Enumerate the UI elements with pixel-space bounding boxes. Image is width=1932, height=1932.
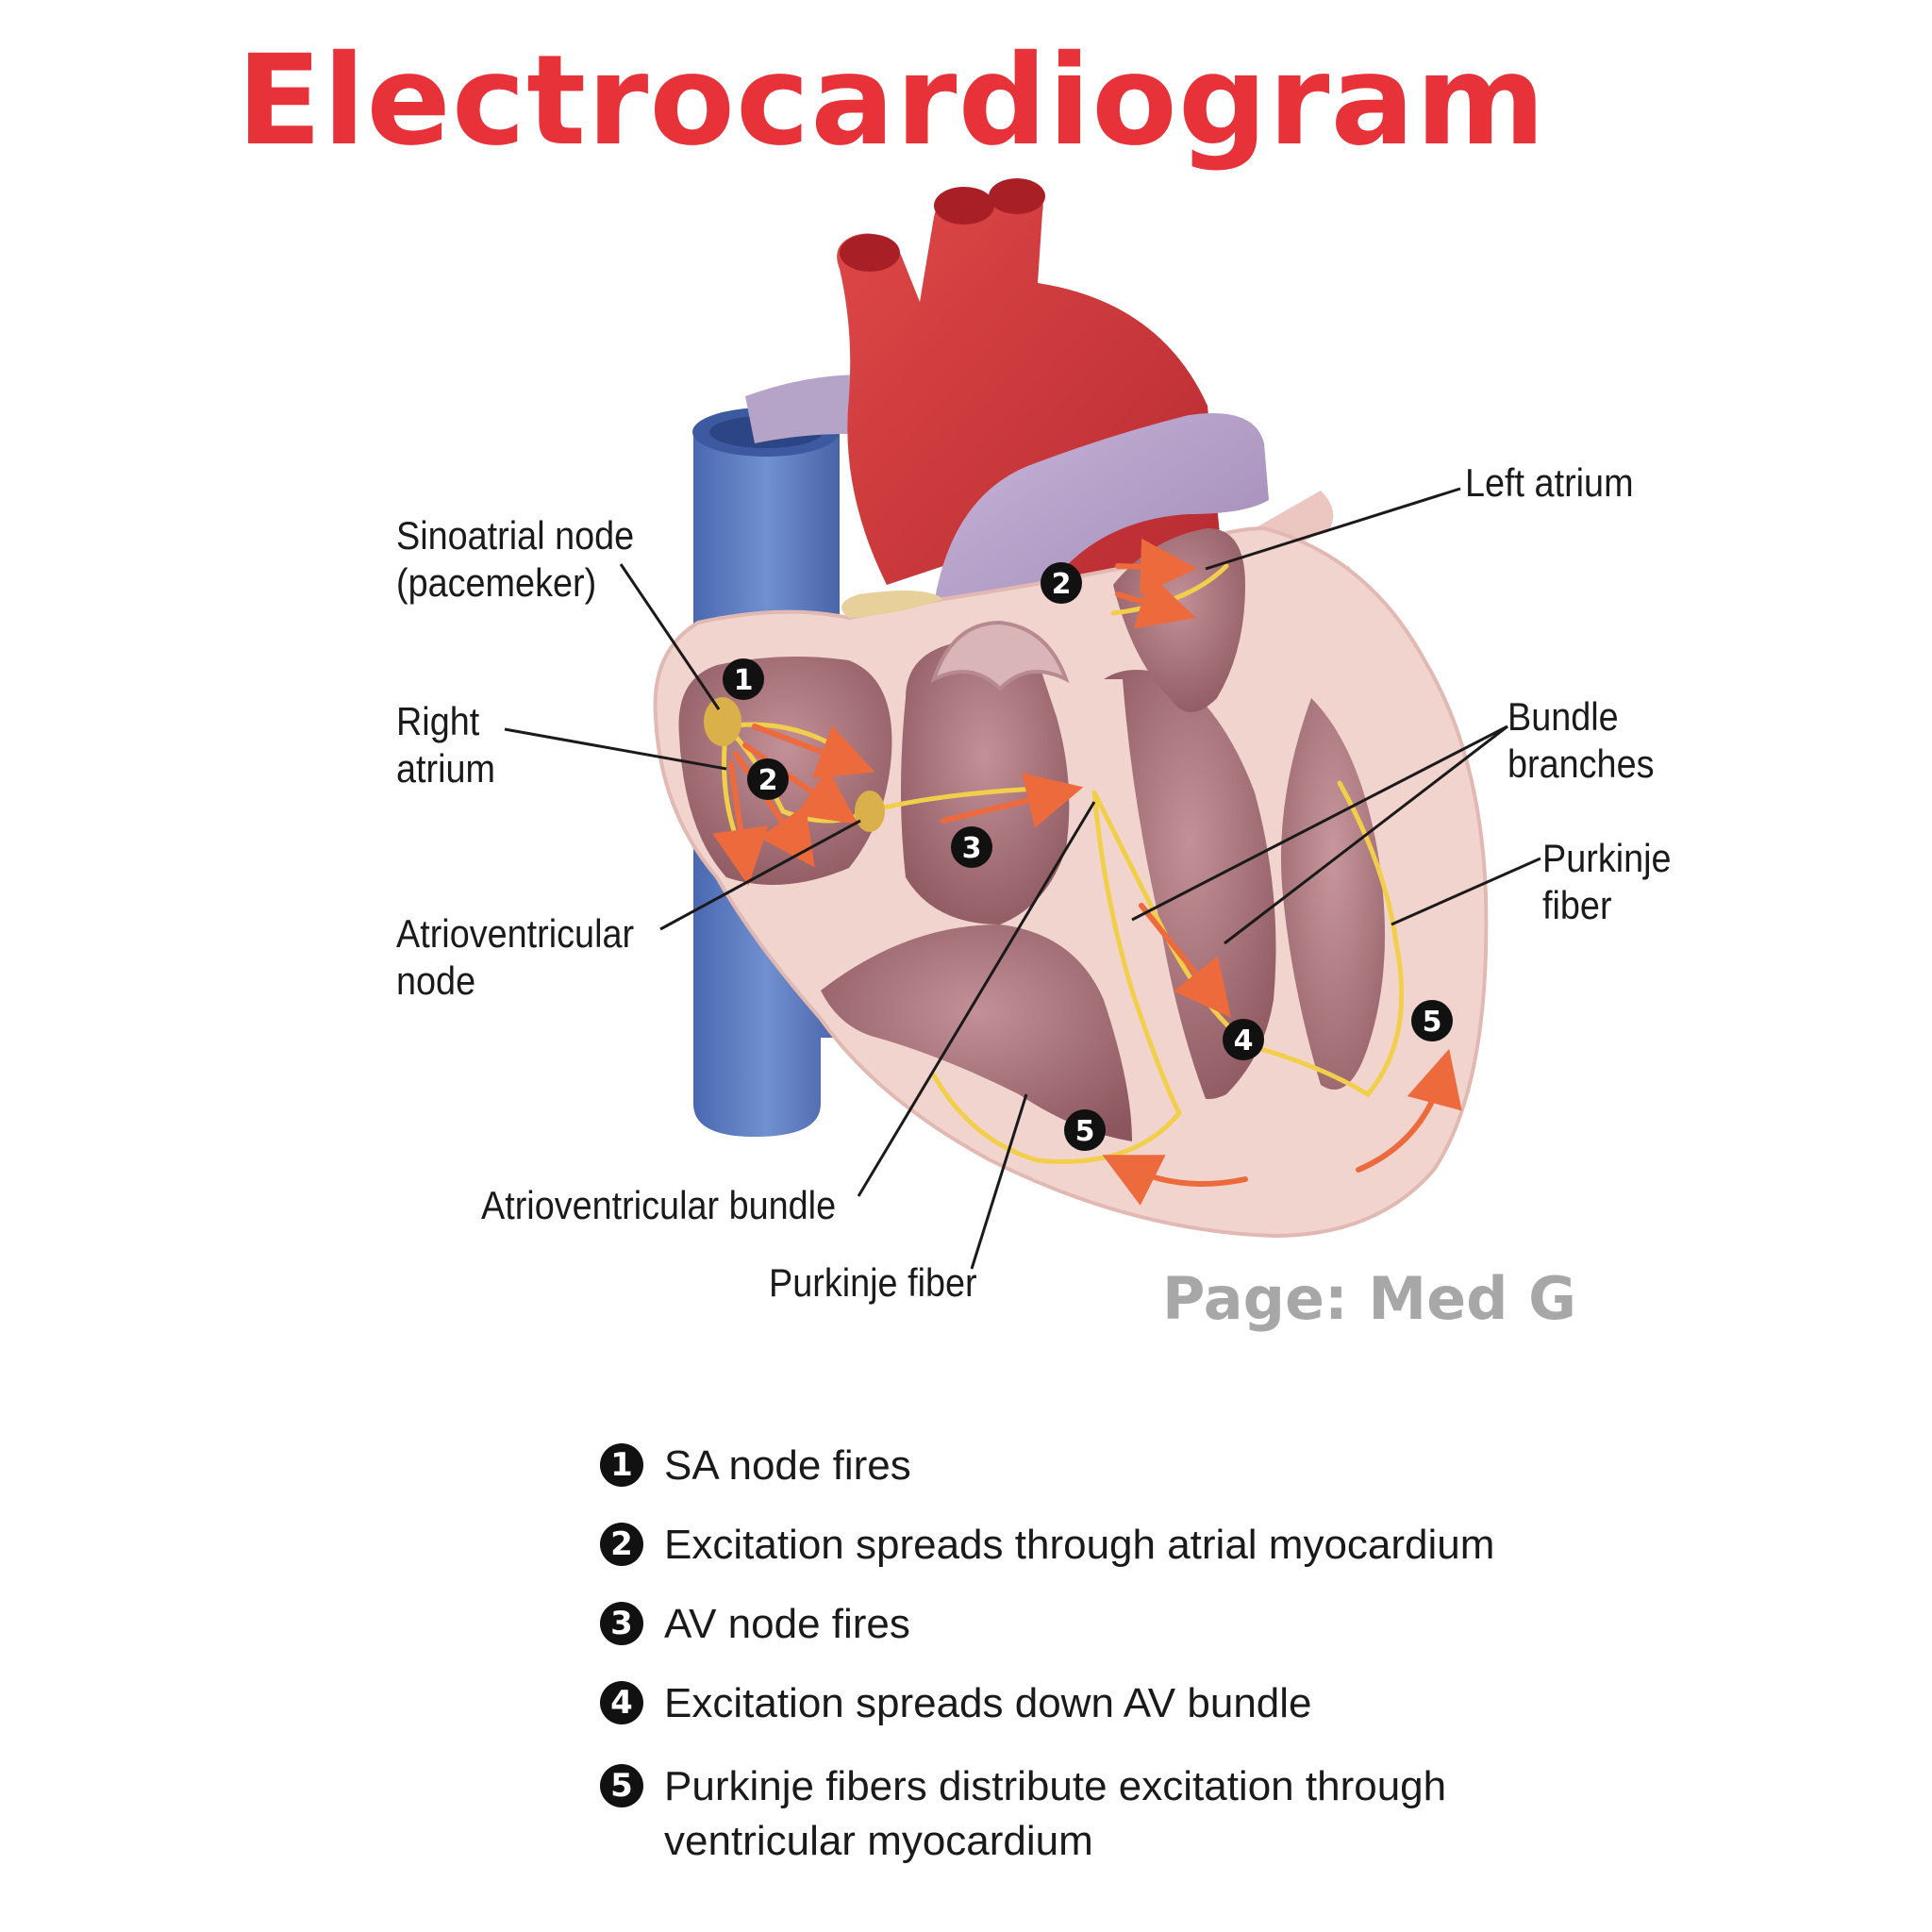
legend-item-1: 1 SA node fires [600, 1439, 1655, 1493]
legend-text: Purkinje fibers distribute excitation th… [664, 1763, 1447, 1864]
marker-5-bottom: 5 [1064, 1109, 1106, 1151]
legend-item-4: 4 Excitation spreads down AV bundle [600, 1676, 1655, 1731]
excitation-arrows [712, 538, 1462, 1206]
svg-text:4: 4 [1234, 1024, 1254, 1058]
marker-2-left-atrium: 2 [1041, 562, 1082, 604]
av-node [855, 791, 885, 832]
legend-text: Excitation spreads through atrial myocar… [664, 1522, 1495, 1568]
legend-item-5: 5 Purkinje fibers distribute excitation … [600, 1759, 1655, 1869]
label-right-atrium: Right atrium [396, 699, 496, 791]
legend-badge: 5 [600, 1764, 643, 1807]
label-bundle-branches: Bundle branches [1507, 694, 1655, 786]
marker-2-right-atrium: 2 [747, 758, 789, 800]
marker-3: 3 [951, 826, 992, 868]
legend-badge: 4 [600, 1681, 643, 1724]
legend-badge: 1 [600, 1443, 643, 1487]
label-left-atrium: Left atrium [1465, 460, 1634, 505]
outflow-chamber [901, 641, 1070, 924]
sa-node [704, 697, 741, 746]
marker-4: 4 [1223, 1019, 1264, 1060]
legend-item-3: 3 AV node fires [600, 1597, 1655, 1652]
legend-badge: 3 [600, 1602, 643, 1645]
page-title: Electrocardiogram [236, 28, 1547, 174]
right-ventricle-chamber [821, 924, 1132, 1141]
svg-text:5: 5 [1423, 1006, 1442, 1039]
legend-badge: 2 [600, 1523, 643, 1566]
watermark: Page: Med G [1162, 1264, 1577, 1333]
legend-text: SA node fires [664, 1442, 911, 1489]
legend-item-2: 2 Excitation spreads through atrial myoc… [600, 1518, 1655, 1573]
valve [930, 620, 1070, 691]
svg-text:2: 2 [758, 764, 778, 797]
svg-text:3: 3 [962, 832, 982, 865]
pulmonary-trunk [934, 413, 1269, 641]
label-av-bundle: Atrioventricular bundle [481, 1183, 837, 1227]
marker-5-right: 5 [1411, 1000, 1453, 1041]
svg-text:1: 1 [734, 664, 754, 697]
leader-lines [504, 487, 1541, 1270]
left-ventricle-chamber [1104, 670, 1276, 1099]
label-purkinje-bottom: Purkinje fiber [769, 1260, 977, 1305]
marker-1: 1 [723, 658, 764, 700]
svg-text:5: 5 [1075, 1115, 1095, 1148]
label-purkinje-right: Purkinje fiber [1542, 836, 1672, 927]
legend-text: Excitation spreads down AV bundle [664, 1680, 1312, 1726]
svg-text:2: 2 [1052, 568, 1072, 601]
number-markers: 1 2 2 3 4 5 5 [723, 562, 1453, 1151]
legend-text: AV node fires [664, 1601, 910, 1647]
label-av-node: Atrioventricular node [396, 911, 635, 1003]
label-sinoatrial-node: Sinoatrial node (pacemeker) [396, 513, 635, 605]
